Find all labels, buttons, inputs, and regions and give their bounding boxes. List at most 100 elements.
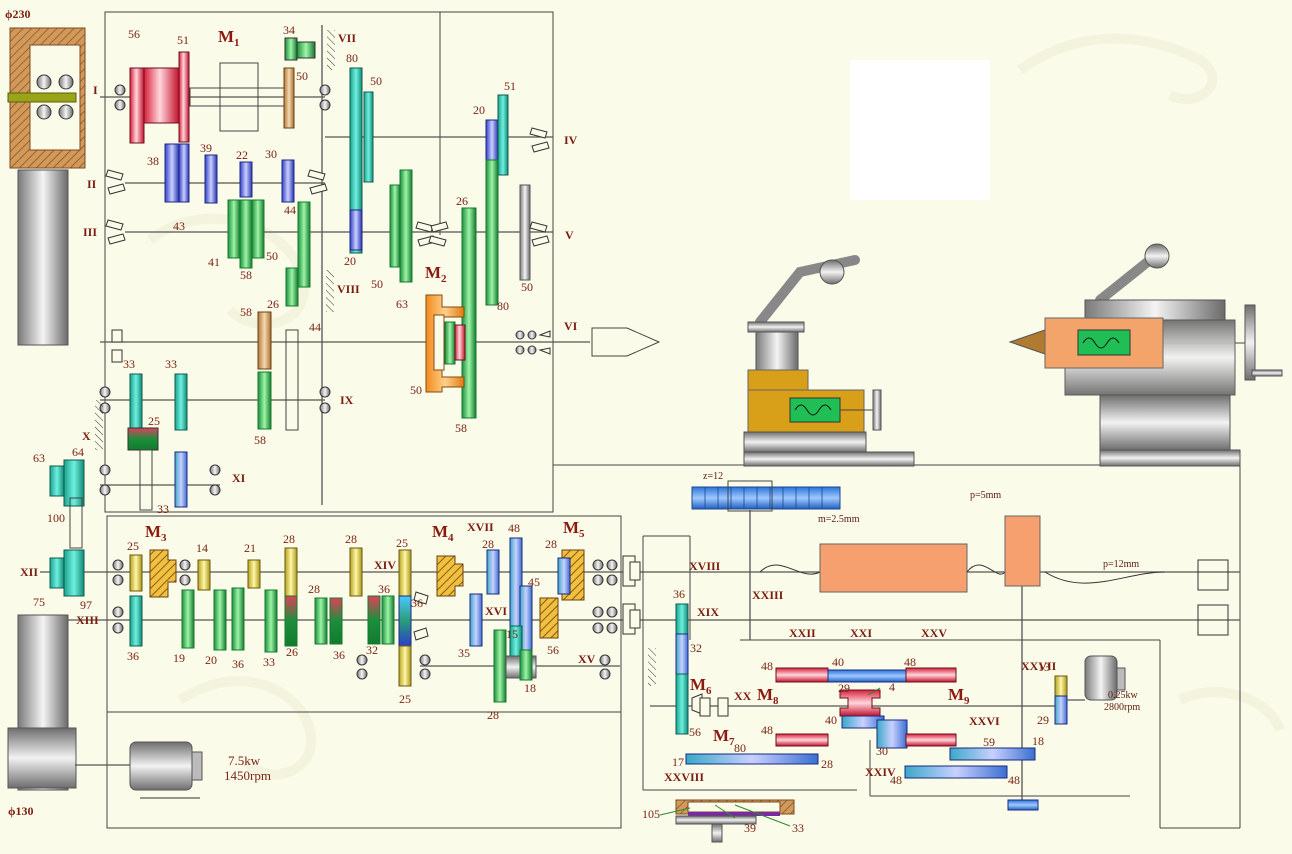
shaft-VIII: VIII bbox=[337, 282, 360, 296]
gear-28: 28 bbox=[545, 537, 557, 551]
shaft-XVI: XVI bbox=[485, 604, 507, 618]
gear-33: 33 bbox=[165, 357, 177, 371]
gear-50: 50 bbox=[521, 280, 533, 294]
gear-32: 32 bbox=[366, 643, 378, 657]
shaft-XII: XII bbox=[20, 565, 38, 579]
gear-58: 58 bbox=[455, 421, 467, 435]
shaft-labels: I II III IV V VI VII VIII IX X XI XII XI… bbox=[20, 31, 1057, 784]
shaft-V: V bbox=[565, 228, 574, 242]
gear-25: 25 bbox=[127, 539, 139, 553]
gear-28: 28 bbox=[345, 532, 357, 546]
gear-63: 63 bbox=[33, 451, 45, 465]
gear-58: 58 bbox=[240, 268, 252, 282]
gear-15: 15 bbox=[506, 627, 518, 641]
pulley-bottom-diameter: ϕ130 bbox=[8, 804, 34, 818]
shaft-III: III bbox=[83, 225, 97, 239]
clutch-m1: M1 bbox=[218, 27, 240, 49]
top-pulley bbox=[7, 27, 86, 346]
gear-105: 105 bbox=[642, 807, 660, 821]
bottom-pulley bbox=[7, 614, 77, 791]
headstock-gears bbox=[49, 37, 531, 597]
gear-36: 36 bbox=[333, 648, 345, 662]
gear-25: 25 bbox=[396, 536, 408, 550]
shaft-II: II bbox=[87, 177, 97, 191]
clutch-m4: M4 bbox=[432, 522, 454, 544]
gear-36: 36 bbox=[673, 587, 685, 601]
gear-13: 13 bbox=[1038, 660, 1050, 674]
gear-40: 40 bbox=[832, 655, 844, 669]
gear-56: 56 bbox=[547, 643, 559, 657]
spindle-center bbox=[591, 327, 661, 357]
gear-56: 56 bbox=[128, 27, 140, 41]
gear-28: 28 bbox=[821, 757, 833, 771]
shaft-XXV: XXV bbox=[921, 626, 947, 640]
leadscrew bbox=[759, 515, 1229, 636]
gear-18: 18 bbox=[1032, 734, 1044, 748]
rapid-motor-speed: 2800rpm bbox=[1104, 702, 1140, 713]
tool-post bbox=[743, 255, 915, 467]
gear-36: 36 bbox=[232, 657, 244, 671]
gear-80: 80 bbox=[346, 51, 358, 65]
gear-75: 75 bbox=[33, 595, 45, 609]
shaft-XVIII: XVIII bbox=[689, 559, 721, 573]
gear-numbers: 56 51 34 50 80 50 20 51 38 39 22 30 43 4… bbox=[33, 23, 1050, 835]
gear-59: 59 bbox=[983, 735, 995, 749]
frame-lines bbox=[104, 11, 1241, 829]
gear-48: 48 bbox=[761, 723, 773, 737]
shaft-XXIII: XXIII bbox=[752, 588, 784, 602]
bearings bbox=[99, 84, 618, 680]
shaft-XX: XX bbox=[734, 689, 752, 703]
clutch-m2: M2 bbox=[425, 263, 447, 285]
gear-100: 100 bbox=[47, 511, 65, 525]
gear-63: 63 bbox=[396, 297, 408, 311]
gear-30: 30 bbox=[265, 147, 277, 161]
clutch-m6: M6 bbox=[690, 675, 712, 697]
shaft-XXI: XXI bbox=[850, 626, 872, 640]
gear-80: 80 bbox=[497, 299, 509, 313]
shaft-XXII: XXII bbox=[789, 626, 816, 640]
leadscrew-pitch-label: p=12mm bbox=[1103, 559, 1139, 570]
gear-20: 20 bbox=[344, 254, 356, 268]
gear-29: 29 bbox=[1037, 713, 1049, 727]
shaft-XVII: XVII bbox=[467, 520, 494, 534]
gear-51: 51 bbox=[177, 33, 189, 47]
shaft-XV: XV bbox=[578, 652, 596, 666]
gear-29: 29 bbox=[838, 681, 850, 695]
gear-4: 4 bbox=[889, 680, 895, 694]
leader-lines bbox=[659, 687, 881, 827]
cross-pitch-label: p=5mm bbox=[970, 490, 1001, 501]
gear-28: 28 bbox=[308, 582, 320, 596]
gear-50: 50 bbox=[370, 74, 382, 88]
main-motor-speed: 1450rpm bbox=[224, 768, 271, 783]
gear-33: 33 bbox=[123, 357, 135, 371]
gear-14: 14 bbox=[196, 541, 208, 555]
gear-25: 25 bbox=[148, 414, 160, 428]
clutch-m8: M8 bbox=[757, 685, 779, 707]
shaft-X: X bbox=[82, 429, 91, 443]
gear-36: 36 bbox=[127, 649, 139, 663]
gear-28: 28 bbox=[487, 708, 499, 722]
gear-26: 26 bbox=[267, 297, 279, 311]
gear-30: 30 bbox=[876, 744, 888, 758]
shaft-XXVII: XXVII bbox=[1021, 659, 1057, 673]
gear-48: 48 bbox=[761, 659, 773, 673]
gear-33: 33 bbox=[263, 655, 275, 669]
gear-26: 26 bbox=[286, 645, 298, 659]
gear-28: 28 bbox=[283, 532, 295, 546]
gear-33: 33 bbox=[792, 821, 804, 835]
pulley-top-diameter: ϕ230 bbox=[5, 7, 31, 21]
apron-gears bbox=[675, 603, 1068, 843]
shaft-XXVI: XXVI bbox=[969, 714, 1000, 728]
gear-20: 20 bbox=[473, 103, 485, 117]
shaft-IX: IX bbox=[340, 393, 354, 407]
shaft-XXVIII: XXVIII bbox=[664, 770, 704, 784]
gear-44: 44 bbox=[309, 320, 321, 334]
shaft-XIV: XIV bbox=[374, 558, 396, 572]
gear-50: 50 bbox=[296, 69, 308, 83]
gear-48: 48 bbox=[890, 773, 902, 787]
clutch-m9: M9 bbox=[948, 685, 970, 707]
gear-34: 34 bbox=[283, 23, 295, 37]
gear-25: 25 bbox=[399, 692, 411, 706]
